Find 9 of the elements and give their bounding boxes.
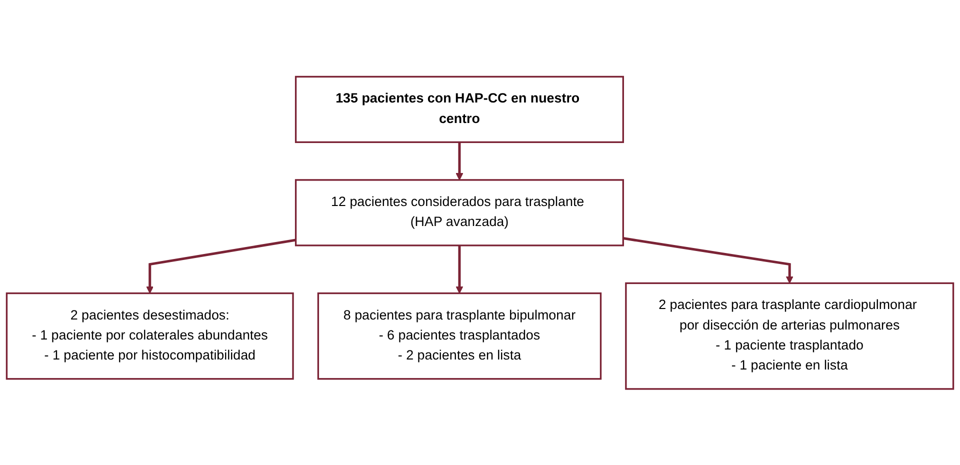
- node-box: 8 pacientes para trasplante bipulmonar - 6 pacientes trasplantados - 2 pacientes en lista: [317, 292, 602, 380]
- arrow: [146, 238, 296, 294]
- node-box: 2 pacientes desestimados: - 1 paciente por colaterales abundantes - 1 paciente por histocompatibilidad: [6, 292, 294, 380]
- node-box: 12 pacientes considerados para trasplante (HAP avanzada): [294, 178, 624, 246]
- arrow: [456, 142, 464, 180]
- arrow: [456, 245, 464, 294]
- node-box: 2 pacientes para trasplante cardiopulmonar por disección de arterias pulmonares - 1 paciente trasplantado - 1 paciente en lista: [625, 282, 954, 390]
- arrow: [622, 236, 794, 284]
- node-box: 135 pacientes con HAP-CC en nuestro centro: [294, 76, 624, 143]
